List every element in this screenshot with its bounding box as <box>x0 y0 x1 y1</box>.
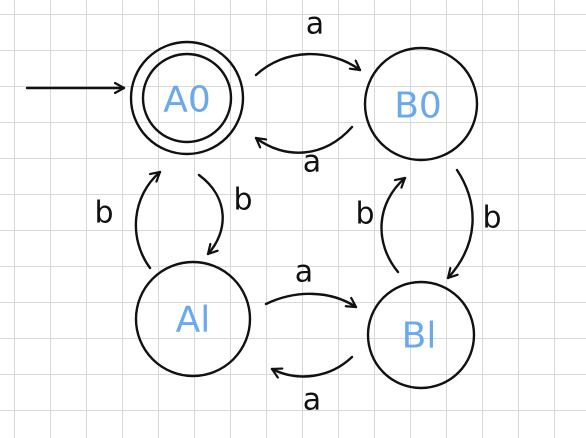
edge-a1-to-a0 <box>134 170 162 270</box>
edge-a0-to-a1 <box>197 173 224 256</box>
edge-a1-to-b1 <box>264 292 358 309</box>
edge-b1-to-b0-label: b <box>355 197 374 232</box>
state-b0-ring <box>363 46 479 162</box>
edge-b1-to-a1-label: a <box>303 383 321 418</box>
state-b0-label: B0 <box>394 86 442 127</box>
edge-b0-to-b1-label: b <box>482 201 501 236</box>
edge-a0-to-a1-label: b <box>233 183 252 218</box>
state-a1: Al <box>134 260 252 378</box>
state-a0-label: A0 <box>163 80 211 121</box>
edge-a1-to-a0-label: b <box>94 196 113 231</box>
edge-a0-to-b0 <box>254 52 362 77</box>
edge-b1-to-a1 <box>270 355 354 376</box>
state-a1-label: Al <box>176 300 211 341</box>
state-a0: A0 <box>129 40 245 156</box>
state-b1-label: Bl <box>402 316 437 357</box>
edge-b1-to-b0 <box>380 176 407 274</box>
state-b0: B0 <box>363 46 479 162</box>
state-a1-ring <box>134 260 252 378</box>
edge-b0-to-a0-label: a <box>303 145 321 180</box>
state-b1: Bl <box>366 280 476 390</box>
state-b1-ring <box>366 280 476 390</box>
state-a0-outer-ring <box>129 40 245 156</box>
edge-b0-to-a0 <box>254 125 354 154</box>
edge-b0-to-b1 <box>446 168 474 280</box>
edge-a1-to-b1-label: a <box>295 255 313 290</box>
state-a0-inner-ring <box>141 52 233 144</box>
edge-a0-to-b0-label: a <box>306 7 324 42</box>
